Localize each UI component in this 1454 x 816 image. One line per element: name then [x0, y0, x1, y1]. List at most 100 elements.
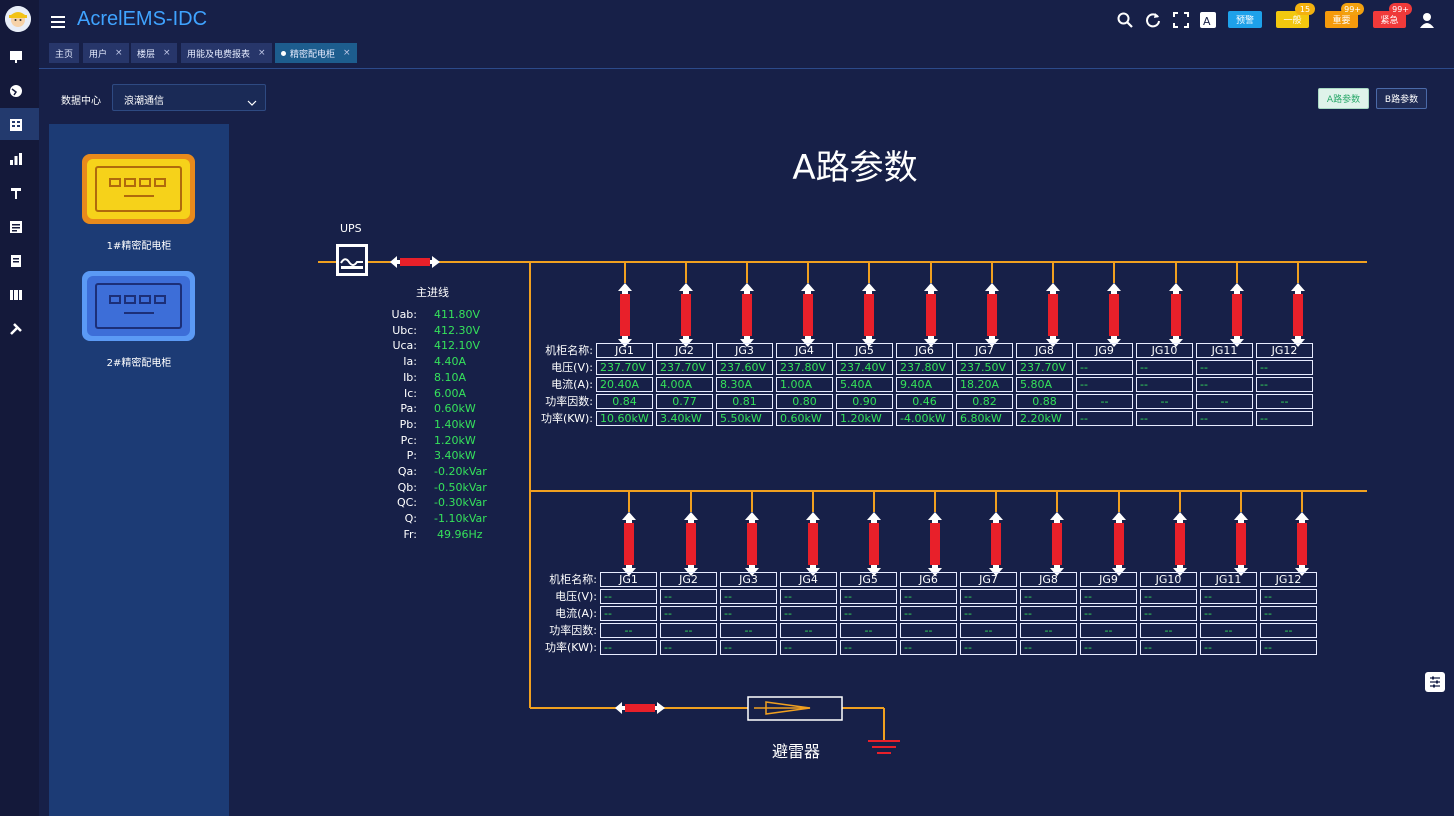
ups-label: UPS — [340, 222, 362, 235]
cabinet-voltage-cell: -- — [1260, 589, 1317, 604]
measurement-value: 49.96Hz — [437, 527, 483, 541]
cabinet-pf-cell: -- — [1200, 623, 1257, 638]
cabinet-1-label[interactable]: 1#精密配电柜 — [106, 241, 172, 252]
tab-label: 楼层 — [137, 49, 156, 60]
b-path-params-button[interactable]: B路参数 — [1376, 88, 1427, 109]
preview-button[interactable]: 预警 — [1228, 11, 1262, 28]
cabinet-voltage-cell: -- — [1080, 589, 1137, 604]
alarm-urgent-button[interactable]: 紧急 99+ — [1373, 3, 1412, 28]
measurement-value: 6.00A — [434, 386, 467, 400]
refresh-icon[interactable] — [1145, 12, 1161, 28]
close-icon[interactable]: × — [115, 48, 123, 58]
cabinet-breaker-icon — [801, 263, 815, 347]
cabinet-icon[interactable] — [8, 288, 24, 302]
cabinet-2-icon — [82, 271, 195, 341]
bar-chart-icon[interactable] — [8, 152, 24, 166]
cabinet-current-cell: 18.20A — [956, 377, 1013, 392]
cabinet-pf-cell: -- — [1076, 394, 1133, 409]
cabinet-current-cell: 5.40A — [836, 377, 893, 392]
tab-precision-cabinet[interactable]: 精密配电柜× — [275, 43, 357, 63]
cabinet-name-cell: JG12 — [1256, 343, 1313, 358]
cabinet-breaker-icon — [1050, 492, 1064, 576]
measurement-name: Ia: — [403, 355, 417, 369]
cabinet-current-cell: -- — [660, 606, 717, 621]
measurement-name: Qa: — [397, 465, 417, 478]
tab-user[interactable]: 用户× — [83, 43, 129, 63]
table-row-current: 电流(A):------------------------ — [542, 606, 1317, 621]
cabinet-name-cell: JG7 — [960, 572, 1017, 587]
measurement-value: 412.30V — [434, 323, 481, 337]
cabinet-voltage-cell: -- — [1136, 360, 1193, 375]
cabinet-current-cell: 9.40A — [896, 377, 953, 392]
document-icon[interactable] — [8, 254, 24, 268]
row-label-voltage: 电压(V): — [555, 590, 597, 603]
cabinet-current-cell: -- — [1080, 606, 1137, 621]
menu-icon[interactable] — [51, 13, 65, 28]
cabinet-power-cell: -- — [1140, 640, 1197, 655]
table-row-voltage: 电压(V):------------------------ — [542, 589, 1317, 604]
a-path-params-button[interactable]: A路参数 — [1318, 88, 1369, 109]
cabinet-pf-cell: 0.90 — [836, 394, 893, 409]
search-icon[interactable] — [1117, 12, 1133, 28]
data-center-select[interactable]: 浪潮通信 — [112, 84, 266, 111]
cabinet-1-icon — [82, 154, 195, 224]
table-row-pf: 功率因数:------------------------ — [542, 623, 1317, 638]
measurement-value: 411.80V — [434, 308, 481, 321]
measurement-name: P: — [406, 449, 417, 463]
close-icon[interactable]: × — [163, 48, 171, 58]
cabinet-voltage-cell: -- — [840, 589, 897, 604]
row-label-name: 机柜名称: — [549, 573, 597, 586]
cabinet-voltage-cell: -- — [1020, 589, 1077, 604]
cabinet-breaker-icon — [1112, 492, 1126, 576]
alarm-normal-button[interactable]: 一般 15 — [1276, 3, 1315, 28]
tab-home[interactable]: 主页 — [49, 43, 80, 63]
measurement-value: 0.60kW — [434, 402, 476, 416]
cabinet-card-2[interactable] — [82, 271, 195, 341]
cabinet-breaker-icon — [740, 263, 754, 347]
cabinet-voltage-cell: 237.70V — [656, 360, 713, 375]
cabinet-name-cell: JG11 — [1200, 572, 1257, 587]
cabinet-breaker-icon — [1046, 263, 1060, 347]
top-breakers — [618, 263, 1305, 347]
monitor-icon[interactable] — [8, 50, 24, 64]
settings-sliders-icon[interactable] — [1425, 672, 1445, 692]
alarm-important-button[interactable]: 重要 99+ — [1325, 3, 1364, 28]
globe-icon[interactable] — [8, 84, 24, 98]
building-icon[interactable] — [8, 118, 24, 132]
user-icon[interactable] — [1419, 12, 1435, 28]
cabinet-voltage-cell: -- — [660, 589, 717, 604]
cabinet-name-cell: JG5 — [836, 343, 893, 358]
alarm-urgent-count: 99+ — [1389, 3, 1412, 15]
cabinet-current-cell: -- — [600, 606, 657, 621]
cabinet-2-label[interactable]: 2#精密配电柜 — [106, 358, 172, 369]
font-size-icon[interactable]: A — [1200, 12, 1216, 28]
measurement-value: -1.10kVar — [434, 512, 487, 526]
alarm-normal-label: 一般 — [1283, 16, 1302, 26]
cabinet-pf-cell: 0.82 — [956, 394, 1013, 409]
cabinet-power-cell: -- — [1256, 411, 1313, 426]
cabinet-breaker-icon — [806, 492, 820, 576]
row-label-power: 功率(KW): — [541, 412, 593, 425]
cabinet-card-1[interactable] — [82, 154, 195, 224]
cabinet-current-cell: -- — [840, 606, 897, 621]
tab-energy-report[interactable]: 用能及电费报表× — [181, 43, 272, 63]
cabinet-voltage-cell: -- — [1140, 589, 1197, 604]
cabinet-power-cell: -- — [720, 640, 777, 655]
alarm-normal-count: 15 — [1295, 3, 1315, 15]
tools-icon[interactable] — [8, 322, 24, 336]
fullscreen-icon[interactable] — [1173, 12, 1189, 28]
close-icon[interactable]: × — [258, 48, 266, 58]
power-tower-icon[interactable] — [8, 186, 24, 200]
cabinet-pf-cell: 0.80 — [776, 394, 833, 409]
close-icon[interactable]: × — [343, 48, 351, 58]
tab-floor[interactable]: 楼层 × — [131, 43, 177, 63]
cabinet-current-cell: -- — [960, 606, 1017, 621]
report-icon[interactable] — [8, 220, 24, 234]
arrester-breaker-icon — [615, 702, 665, 714]
measurement-name: Q: — [404, 512, 417, 526]
alarm-important-label: 重要 — [1332, 16, 1351, 26]
cabinet-pf-cell: -- — [1256, 394, 1313, 409]
cabinet-pf-cell: 0.84 — [596, 394, 653, 409]
